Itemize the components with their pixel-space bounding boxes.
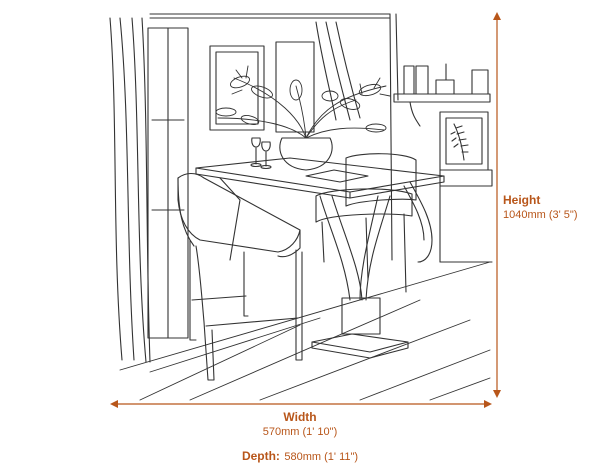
shelf — [393, 63, 491, 127]
height-dimension: Height 1040mm (3' 5") — [503, 193, 577, 221]
flowers — [215, 65, 391, 139]
depth-value: 580mm (1' 11") — [284, 451, 359, 463]
width-title: Width — [283, 410, 317, 424]
fern-picture-frame — [439, 111, 489, 171]
window-center — [275, 21, 361, 133]
window-left — [147, 27, 189, 339]
curtain-rod — [149, 13, 391, 19]
floor — [119, 261, 491, 401]
wine-glasses — [250, 137, 272, 170]
chair-front — [177, 172, 303, 381]
wall-line-right — [389, 13, 399, 261]
book — [305, 169, 369, 183]
chair-back — [315, 153, 417, 293]
width-value: 570mm (1' 10") — [262, 426, 338, 438]
height-value: 1040mm (3' 5") — [503, 209, 578, 221]
height-title: Height — [503, 193, 541, 207]
vase — [279, 137, 333, 171]
width-dimension: Width 570mm (1' 10") — [250, 410, 350, 438]
sideboard — [439, 169, 493, 263]
picture-frame-left — [209, 45, 265, 131]
dimension-arrows — [110, 12, 501, 408]
depth-title: Depth: — [241, 449, 280, 463]
height-arrow — [493, 12, 501, 398]
curtain-left — [109, 17, 151, 363]
depth-dimension: Depth: 580mm (1' 11") — [235, 447, 365, 465]
width-arrow — [110, 400, 492, 408]
table — [195, 157, 445, 359]
